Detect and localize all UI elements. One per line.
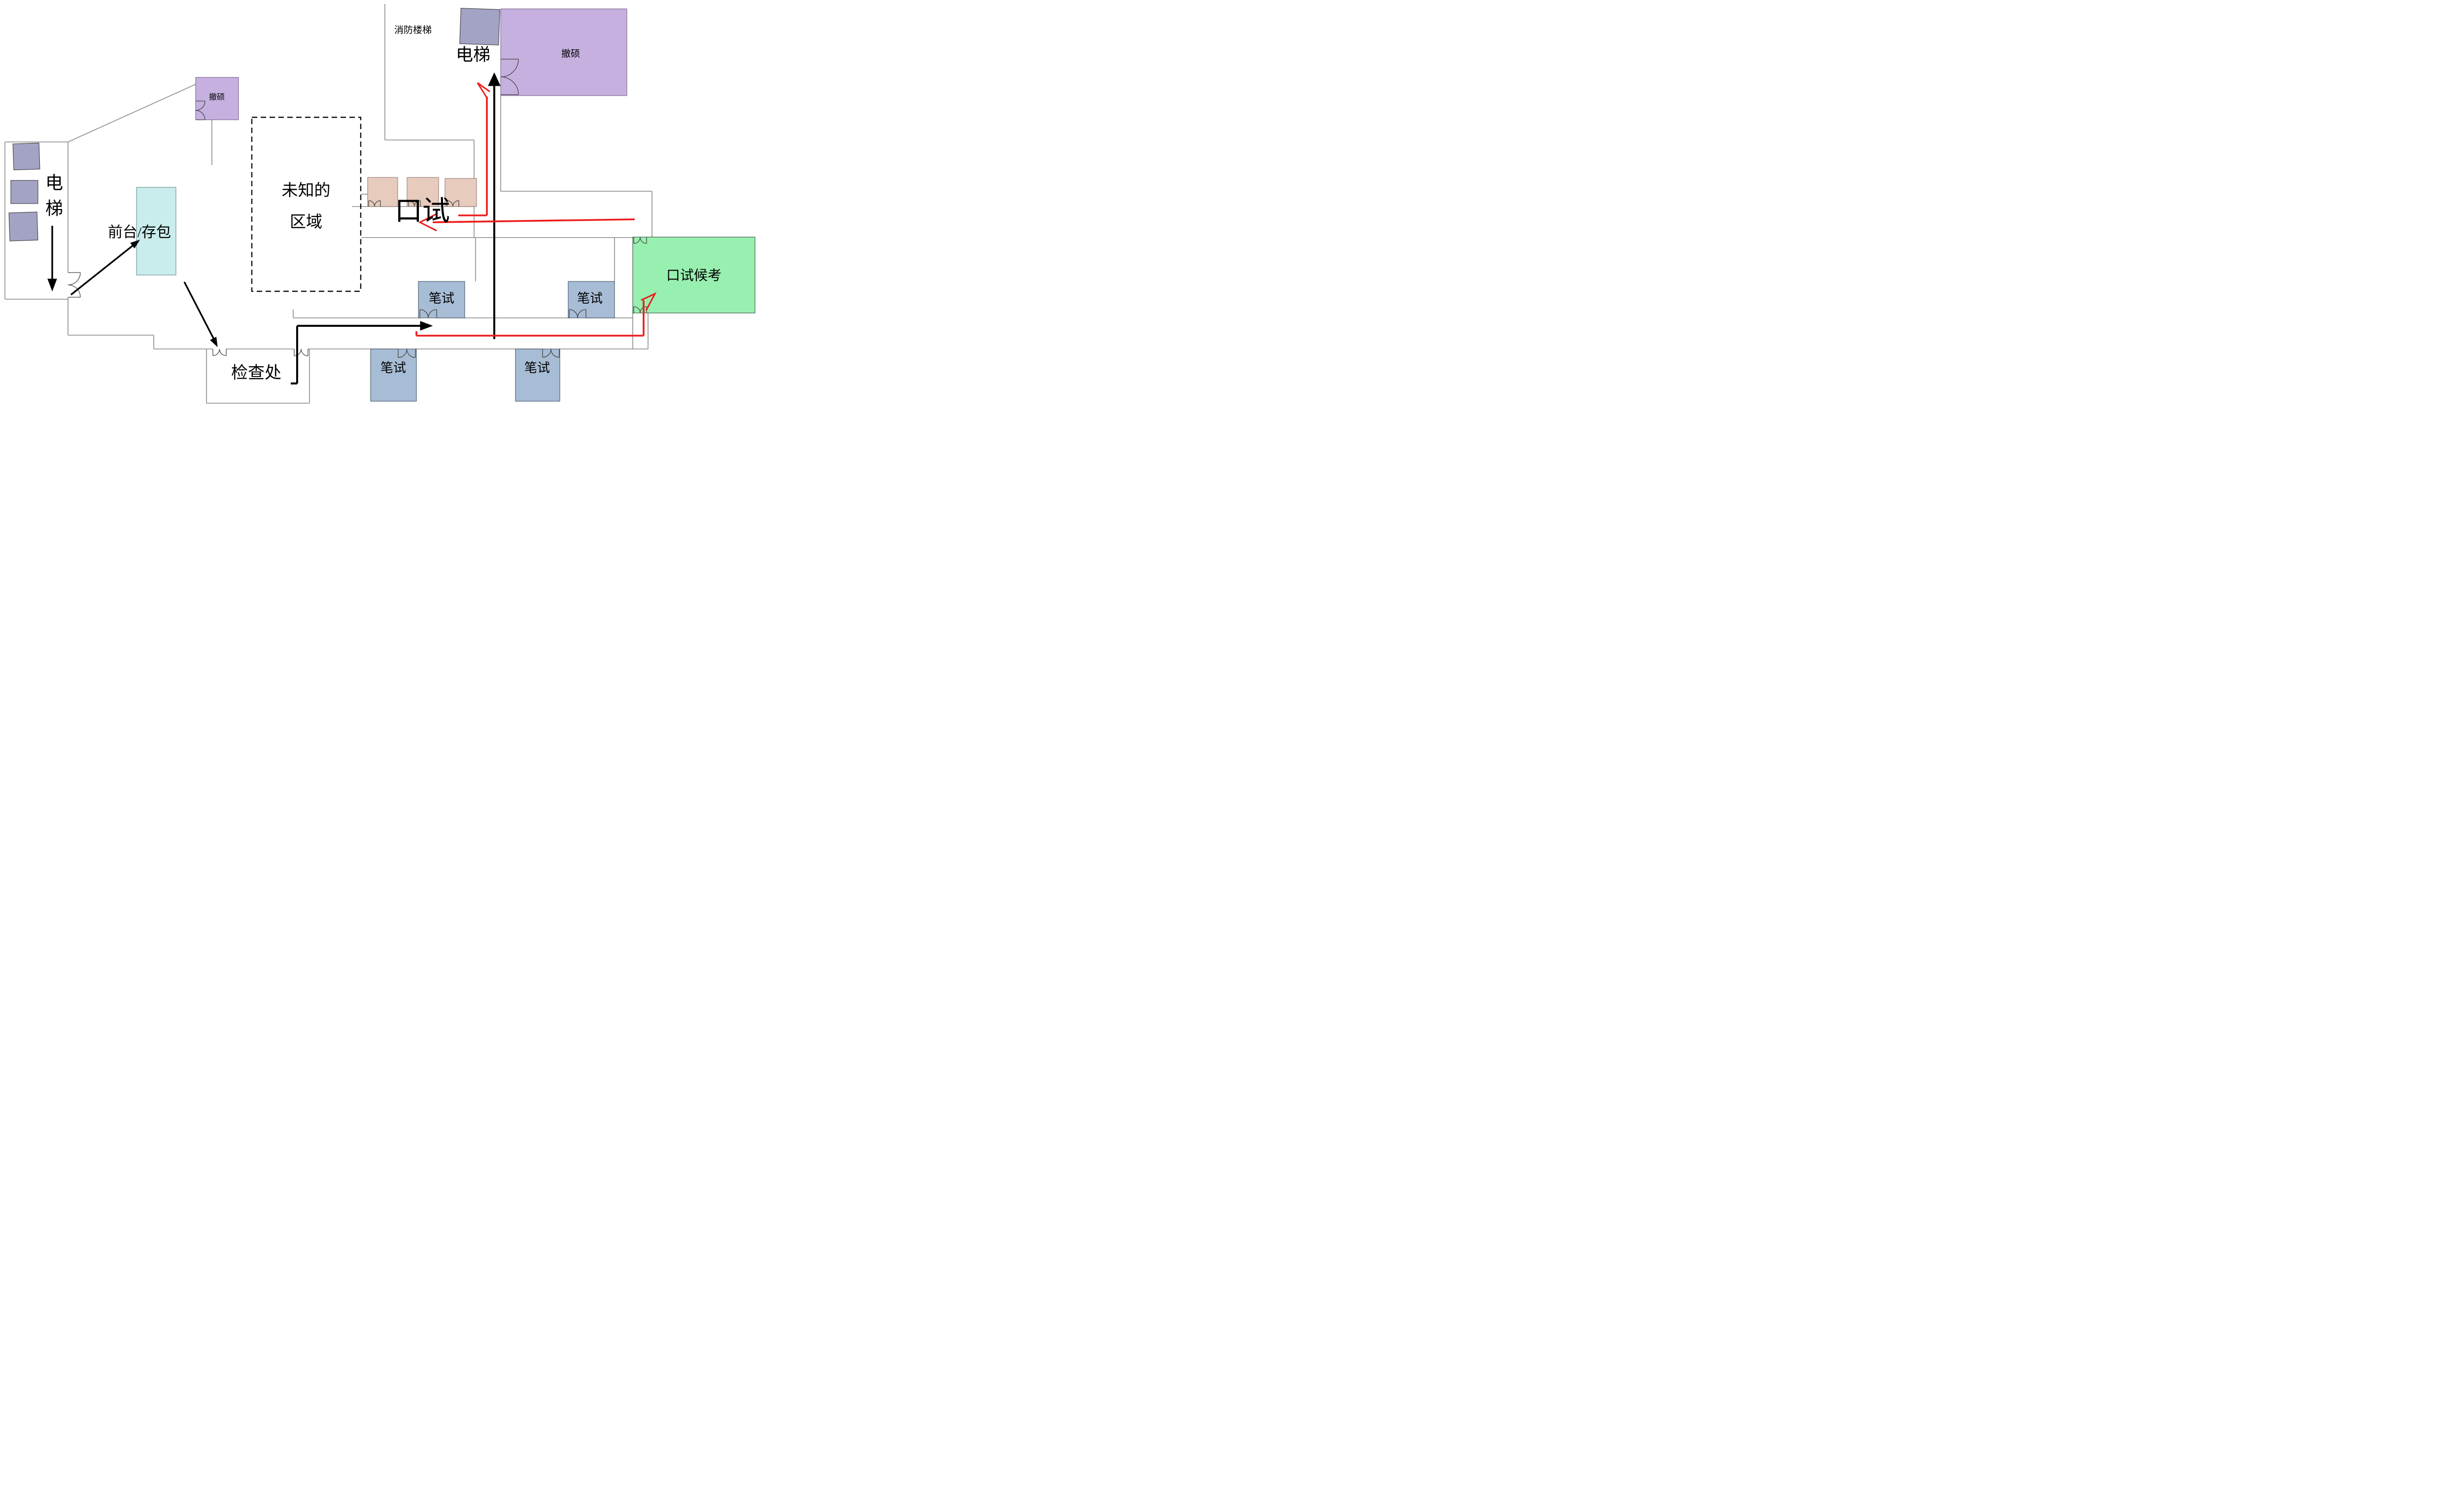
unknown-area-box bbox=[251, 116, 362, 292]
outer-walls bbox=[4, 84, 212, 349]
toilet-room-small bbox=[195, 77, 239, 120]
written-room-2 bbox=[568, 281, 615, 318]
door-written-room-2-icon bbox=[569, 309, 586, 318]
elevator-top-label: 电梯 bbox=[455, 45, 491, 65]
elevator-left-label: 电 梯 bbox=[45, 173, 64, 218]
checkpoint-room-walls bbox=[206, 349, 310, 404]
red-arrow-to-waiting-icon bbox=[415, 300, 645, 337]
arrow-up-to-elevator-head-icon bbox=[488, 72, 501, 86]
written-exam-rooms bbox=[370, 281, 615, 402]
door-written-room-4-icon bbox=[542, 348, 560, 358]
red-arrow-long-left-head-icon bbox=[418, 213, 437, 232]
diagonal-wall bbox=[68, 84, 196, 142]
door-oral-room-1-icon bbox=[368, 200, 381, 207]
unknown-area-label-2: 区域 bbox=[290, 213, 322, 232]
door-waiting-top-icon bbox=[633, 237, 647, 244]
written-room-3-label: 笔试 bbox=[380, 361, 407, 376]
elevator-cars-left bbox=[8, 142, 40, 242]
toilet-small-label: 撤硕 bbox=[208, 93, 225, 102]
written-room-2-label: 笔试 bbox=[577, 291, 603, 306]
door-oral-room-2-icon bbox=[408, 200, 421, 207]
oral-waiting-room bbox=[632, 237, 755, 313]
front-desk-label: 前台/存包 bbox=[107, 224, 171, 241]
written-room-1 bbox=[418, 281, 465, 318]
oral-waiting-label: 口试候考 bbox=[666, 268, 722, 283]
red-arrow-oral-up-icon bbox=[458, 97, 488, 216]
elevator-car-3 bbox=[8, 211, 38, 242]
black-route-arrows bbox=[47, 72, 501, 384]
floor-plan-drawing bbox=[4, 4, 755, 404]
written-room-1-label: 笔试 bbox=[428, 291, 455, 306]
arrow-corridor-right-icon bbox=[291, 325, 423, 384]
red-route-arrows bbox=[415, 82, 657, 337]
arrow-corridor-right-head-icon bbox=[420, 321, 433, 331]
door-elevator-room-icon bbox=[68, 272, 81, 298]
door-checkpoint-left-icon bbox=[212, 348, 227, 356]
oral-exam-label: 口试 bbox=[395, 196, 450, 227]
door-toilet-small-icon bbox=[195, 101, 205, 120]
elevator-car-1 bbox=[12, 142, 40, 171]
arrow-to-checkpoint-head-icon bbox=[210, 337, 218, 347]
oral-room-1 bbox=[367, 177, 398, 207]
written-room-4-label: 笔试 bbox=[524, 361, 550, 376]
checkpoint-label: 检查处 bbox=[231, 364, 281, 382]
red-arrow-long-left-icon bbox=[432, 218, 635, 223]
arrow-to-front-desk-head-icon bbox=[130, 240, 140, 249]
arrow-to-checkpoint-icon bbox=[183, 281, 215, 340]
door-checkpoint-right-icon bbox=[294, 348, 308, 356]
arrow-to-front-desk-icon bbox=[70, 244, 135, 296]
written-room-3 bbox=[370, 348, 417, 402]
fire-stairs-label: 消防楼梯 bbox=[394, 25, 432, 36]
door-written-room-3-icon bbox=[398, 348, 416, 358]
toilet-big-label: 撤硕 bbox=[561, 49, 581, 60]
red-arrow-oral-up-head-icon bbox=[477, 82, 490, 99]
elevator-car-top bbox=[459, 8, 500, 45]
front-desk-box bbox=[136, 187, 176, 276]
unknown-area-label-1: 未知的 bbox=[281, 182, 331, 200]
elevator-car-2 bbox=[10, 180, 38, 204]
door-oral-room-3-icon bbox=[446, 200, 459, 207]
red-arrow-to-waiting-head-icon bbox=[641, 292, 657, 311]
arrow-elevator-down-head-icon bbox=[47, 278, 57, 292]
floor-plan: 消防楼梯 电梯 电 梯 撤硕 撤硕 前台/存包 未知的 区域 口试 口试候考 检… bbox=[0, 0, 762, 419]
toilet-room-big bbox=[500, 8, 627, 96]
door-written-room-1-icon bbox=[419, 309, 437, 318]
written-room-4 bbox=[515, 348, 560, 402]
door-toilet-big-icon bbox=[500, 59, 519, 95]
